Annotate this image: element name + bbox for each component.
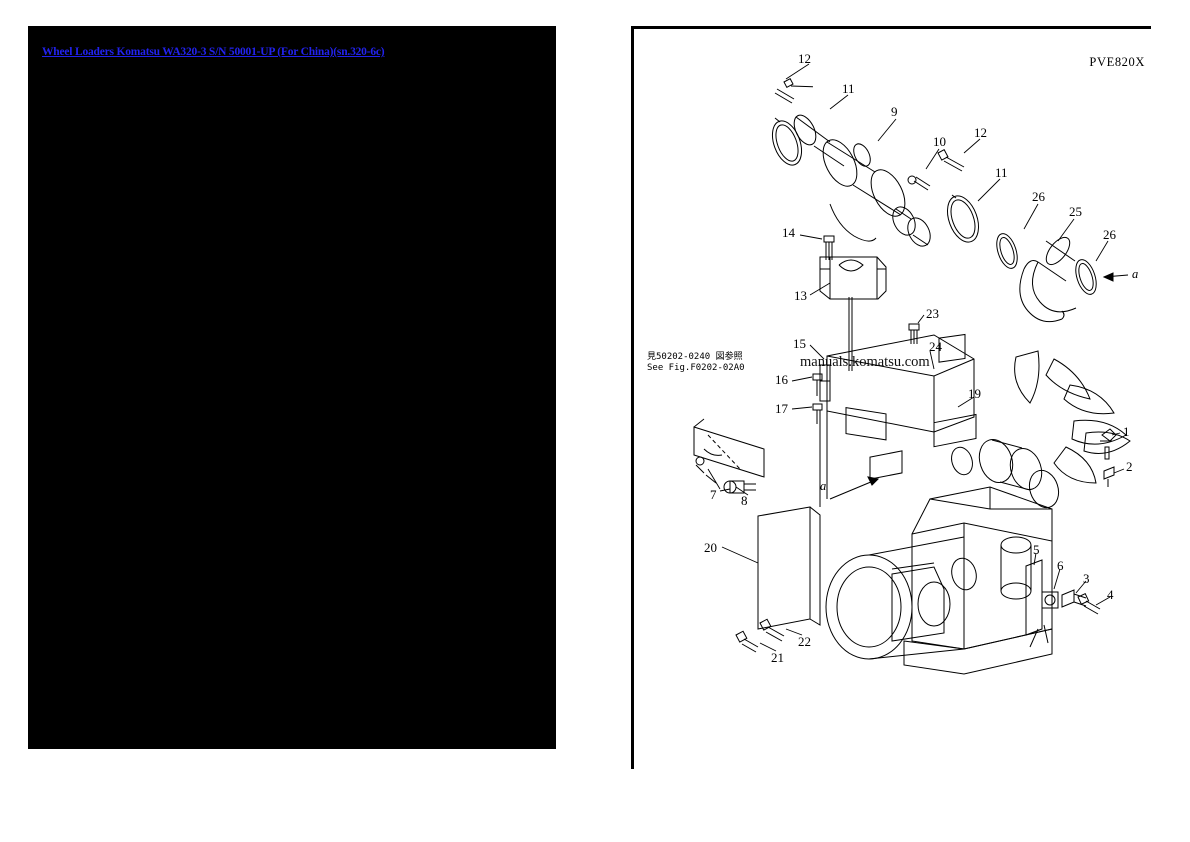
callout-22: 22: [798, 634, 811, 649]
bracket-5: [1026, 560, 1042, 635]
bolt-10: [908, 176, 930, 190]
callout-21: 21: [771, 650, 784, 665]
callout-25: 25: [1069, 204, 1082, 219]
mount-plate-24: [827, 334, 974, 439]
callout-10: 10: [933, 134, 946, 149]
diagram-frame: PVE820X 見50202-0240 図参照 See Fig.F0202-02…: [634, 29, 1151, 769]
callout-17: 17: [775, 401, 788, 416]
callout-15: 15: [793, 336, 806, 351]
callout-12-b: 12: [974, 125, 987, 140]
ring-26-left: [993, 231, 1021, 271]
part-3: [1062, 590, 1086, 607]
bracket-7: [694, 427, 764, 483]
callout-7: 7: [710, 487, 717, 502]
callout-16: 16: [775, 372, 788, 387]
heat-shield-20: [758, 507, 820, 629]
bolt-22: [760, 619, 784, 641]
letter-label-a-center: a: [820, 479, 827, 493]
exhaust-elbow-25: [1020, 233, 1076, 321]
callout-11-a: 11: [842, 81, 855, 96]
bolt-16: [813, 374, 822, 396]
parts-diagram-panel: PVE820X 見50202-0240 図参照 See Fig.F0202-02…: [631, 26, 1151, 769]
arrow-a-right: [1104, 273, 1128, 281]
bolt-14: [824, 236, 834, 260]
left-black-panel: Wheel Loaders Komatsu WA320-3 S/N 50001-…: [28, 26, 556, 749]
callout-5: 5: [1033, 542, 1040, 557]
bolt-21: [736, 631, 758, 652]
arrow-a-center: [830, 477, 878, 499]
watermark-text: manuals.komatsu.com: [800, 354, 930, 370]
callout-20: 20: [704, 540, 717, 555]
fitting-8: [720, 481, 756, 493]
bolt-12-right: [938, 150, 964, 171]
callout-19: 19: [968, 386, 981, 401]
letter-label-a-right: a: [1132, 267, 1139, 281]
page-code-label: PVE820X: [1089, 55, 1145, 69]
callout-13: 13: [794, 288, 807, 303]
callout-9: 9: [891, 104, 898, 119]
bolt-23: [909, 324, 919, 344]
callout-12-a: 12: [798, 51, 811, 66]
callout-14: 14: [782, 225, 795, 240]
bolt-17: [813, 404, 822, 424]
muffler-body: [790, 112, 935, 250]
part-2: [1104, 467, 1114, 487]
callout-2: 2: [1126, 459, 1133, 474]
callout-11-b: 11: [995, 165, 1008, 180]
callout-3: 3: [1083, 571, 1090, 586]
exploded-parts-drawing: [634, 29, 1151, 769]
engine-block: [826, 415, 1063, 674]
bolt-12-top: [775, 77, 813, 103]
cooling-fan: [1015, 351, 1130, 483]
callout-1: 1: [1123, 424, 1130, 439]
callout-26-b: 26: [1103, 227, 1116, 242]
callout-4: 4: [1107, 587, 1114, 602]
clamp-ring-left: [767, 117, 807, 169]
bolt-4: [1078, 594, 1100, 614]
reference-note: 見50202-0240 図参照 See Fig.F0202-02A0: [647, 352, 745, 373]
document-title-link[interactable]: Wheel Loaders Komatsu WA320-3 S/N 50001-…: [42, 46, 385, 58]
ring-26-right: [1072, 257, 1100, 297]
callout-23: 23: [926, 306, 939, 321]
bracket-13: [820, 257, 886, 299]
part-6: [1042, 592, 1058, 608]
callout-26-a: 26: [1032, 189, 1045, 204]
callout-24: 24: [929, 339, 942, 354]
callout-6: 6: [1057, 558, 1064, 573]
callout-8: 8: [741, 493, 748, 508]
part-1: [1100, 429, 1116, 459]
clamp-ring-right: [942, 192, 985, 247]
